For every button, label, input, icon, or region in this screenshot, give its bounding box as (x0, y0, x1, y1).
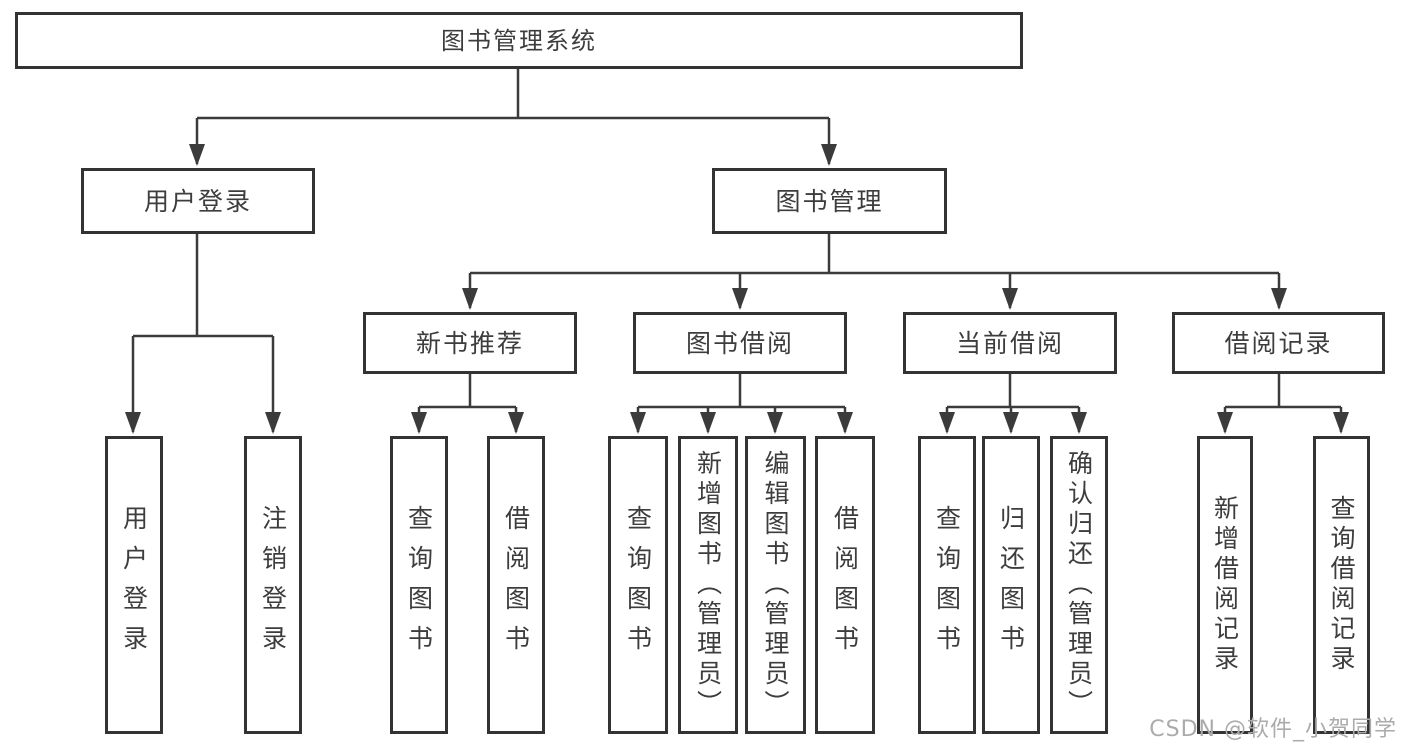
node-label: 图书管理 (775, 186, 884, 216)
leaf-label: 归还图书 (996, 505, 1026, 665)
csdn-watermark: CSDN @软件_小贺同学 (1149, 717, 1397, 742)
node-label: 用户登录 (143, 186, 252, 216)
node-new-book-recommend: 新书推荐 (363, 312, 577, 374)
node-book-borrowing: 图书借阅 (633, 312, 847, 374)
leaf-label: 查询借阅记录 (1327, 495, 1356, 675)
node-label: 图书管理系统 (441, 26, 597, 55)
leaf-query-books-current: 查询图书 (918, 436, 976, 734)
leaf-label: 查询图书 (404, 505, 434, 665)
leaf-add-borrow-record: 新增借阅记录 (1197, 436, 1253, 734)
leaf-borrow-books-recommend: 借阅图书 (487, 436, 545, 734)
leaf-label: 注销登录 (258, 505, 288, 665)
leaf-label: 借阅图书 (501, 505, 531, 665)
leaf-label: 确认归还（管理员） (1064, 450, 1094, 720)
node-borrowing-records: 借阅记录 (1172, 312, 1385, 374)
node-user-login: 用户登录 (81, 168, 315, 234)
leaf-add-book-admin: 新增图书（管理员） (678, 436, 738, 734)
node-current-borrowing: 当前借阅 (903, 312, 1117, 374)
node-label: 当前借阅 (955, 328, 1064, 358)
node-label: 借阅记录 (1224, 328, 1333, 358)
leaf-borrow-books: 借阅图书 (815, 436, 875, 734)
leaf-query-borrow-record: 查询借阅记录 (1313, 436, 1370, 734)
node-root-system: 图书管理系统 (15, 12, 1023, 69)
leaf-query-books-borrowing: 查询图书 (608, 436, 668, 734)
leaf-label: 新增图书（管理员） (693, 450, 723, 720)
node-label: 图书借阅 (685, 328, 794, 358)
leaf-label: 用户登录 (119, 505, 149, 665)
leaf-query-books-recommend: 查询图书 (390, 436, 448, 734)
leaf-confirm-return-admin: 确认归还（管理员） (1050, 436, 1108, 734)
node-label: 新书推荐 (415, 328, 524, 358)
leaf-label: 查询图书 (932, 505, 962, 665)
leaf-edit-book-admin: 编辑图书（管理员） (745, 436, 806, 734)
leaf-logout: 注销登录 (244, 436, 302, 734)
leaf-label: 查询图书 (623, 505, 653, 665)
node-book-management: 图书管理 (712, 168, 947, 234)
leaf-return-books: 归还图书 (982, 436, 1040, 734)
leaf-user-login: 用户登录 (105, 436, 163, 734)
leaf-label: 借阅图书 (830, 505, 860, 665)
leaf-label: 编辑图书（管理员） (761, 450, 790, 720)
leaf-label: 新增借阅记录 (1210, 495, 1240, 675)
